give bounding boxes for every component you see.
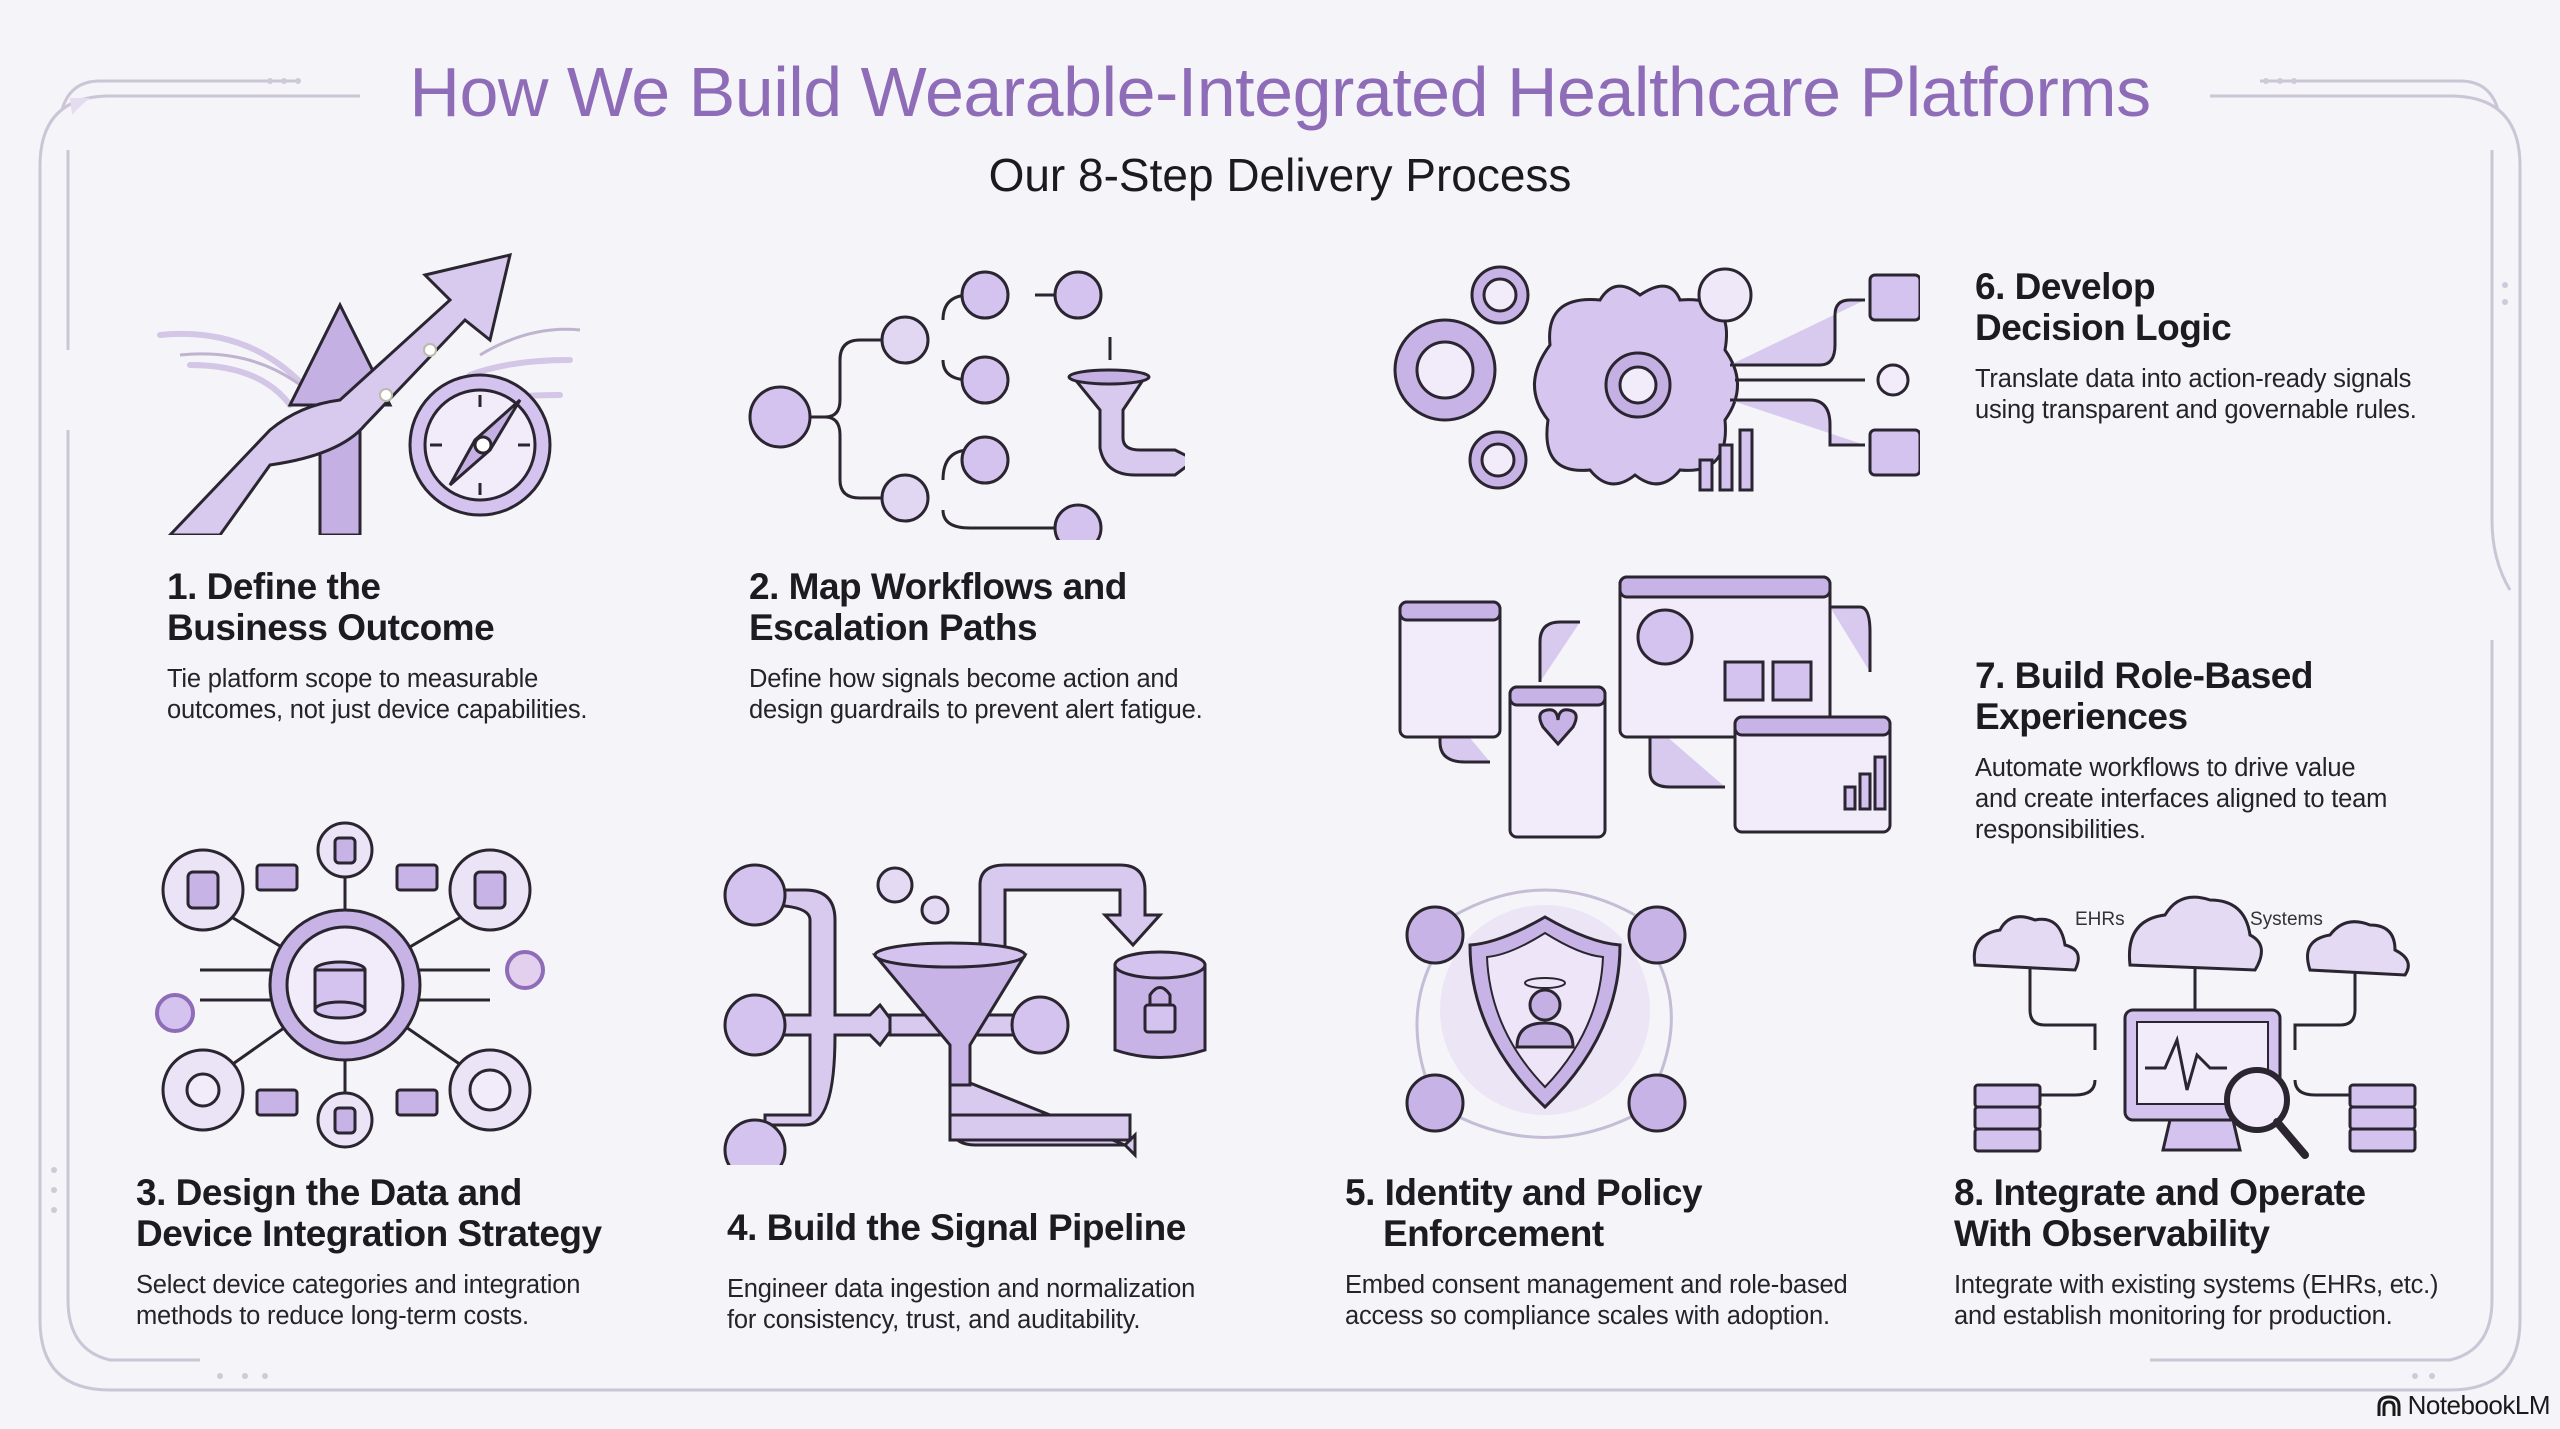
notebooklm-watermark: NotebookLM [2376,1390,2551,1421]
brain-gears-alerts-icon [1393,265,1920,492]
notebooklm-logo-icon [2377,1394,2401,1416]
step-description: Integrate with existing systems (EHRs, e… [1954,1271,2439,1330]
cloud-monitor-observability-icon: EHRs Systems [1972,895,2417,1159]
pipeline-funnel-vault-icon [723,863,1207,1165]
page-title: How We Build Wearable-Integrated Healthc… [409,53,2151,131]
watermark-label: NotebookLM [2407,1390,2551,1420]
page-subtitle: Our 8-Step Delivery Process [988,149,1572,201]
shield-identity-cycle-icon [1405,888,1687,1139]
ehrs-label: EHRs [2075,909,2125,930]
step-4: 4. Build the Signal Pipeline Engineer da… [727,1207,1195,1336]
step-description: Select device categories and integration… [136,1271,581,1330]
role-dashboards-flow-icon [1398,575,1892,839]
step-title: 4. Build the Signal Pipeline [727,1207,1186,1248]
workflow-tree-funnel-icon [748,270,1185,540]
branching-arrows-compass-icon [157,252,581,535]
systems-label: Systems [2250,909,2323,930]
database-hub-wearables-icon [155,821,545,1149]
step-description: Engineer data ingestion and normalizatio… [727,1275,1196,1334]
step-description: Translate data into action-ready signals… [1975,365,2417,424]
